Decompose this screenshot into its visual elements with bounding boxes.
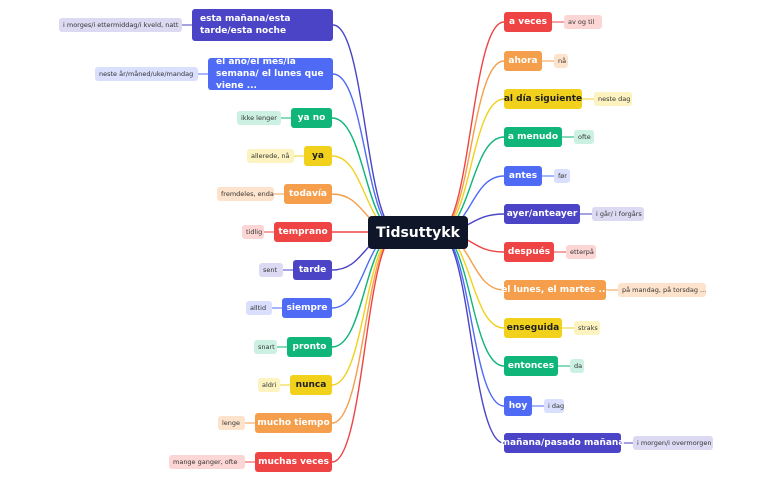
right-topic-7[interactable]: el lunes, el martes ... [501,280,609,300]
right-topic-label: hoy [508,401,528,411]
right-branch-connector [437,60,505,233]
left-branch-connector [331,117,399,233]
right-note-7[interactable]: på mandag, på torsdag ... [618,283,706,297]
left-topic-label: todavía [288,189,328,199]
right-topic-5[interactable]: ayer/anteayer [504,204,580,224]
right-topic-label: al día siguiente [503,94,583,104]
left-topic-8[interactable]: pronto [287,337,332,357]
central-topic-label: Tidsuttykk [376,224,460,241]
left-branch-connector [332,73,399,233]
right-note-3[interactable]: ofte [574,130,594,144]
left-topic-label: temprano [278,227,328,237]
right-topic-3[interactable]: a menudo [504,127,562,147]
left-topic-2[interactable]: ya no [291,108,332,128]
right-topic-6[interactable]: después [504,242,554,262]
left-branch-connector [331,231,399,424]
right-topic-label: a menudo [507,132,559,142]
right-topic-label: ayer/anteayer [506,209,578,219]
right-topic-label: enseguida [506,323,560,333]
right-topic-label: mañana/pasado mañana [500,438,625,448]
left-topic-label: siempre [286,303,328,313]
left-topic-6[interactable]: tarde [293,260,332,280]
left-topic-11[interactable]: muchas veces [255,452,332,472]
right-note-8[interactable]: straks [574,321,600,335]
right-branch-connector [437,21,505,233]
left-topic-4[interactable]: todavía [284,184,332,204]
right-topic-label: ahora [508,56,538,66]
right-topic-label: el lunes, el martes ... [501,285,609,295]
left-topic-10[interactable]: mucho tiempo [255,413,332,433]
left-note-7[interactable]: alltid [246,301,272,315]
left-note-3[interactable]: allerede, nå [247,149,294,163]
right-note-2[interactable]: neste dag [594,92,632,106]
left-topic-0[interactable]: esta mañana/esta tarde/esta noche [192,9,333,41]
left-topic-label: pronto [292,342,327,352]
right-branch-connector [437,98,505,233]
right-topic-0[interactable]: a veces [504,12,552,32]
right-note-11[interactable]: i morgen/i overmorgen [633,436,713,450]
right-topic-11[interactable]: mañana/pasado mañana [501,433,624,453]
right-branch-connector [437,231,505,444]
right-topic-9[interactable]: entonces [504,356,558,376]
left-topic-5[interactable]: temprano [274,222,332,242]
left-topic-label: ya [312,151,324,161]
left-topic-label: esta mañana/esta tarde/esta noche [200,14,291,36]
left-branch-connector [331,231,399,463]
left-topic-label: el año/el mes/la semana/ el lunes que vi… [216,57,324,91]
left-topic-7[interactable]: siempre [282,298,332,318]
right-topic-1[interactable]: ahora [504,51,542,71]
left-topic-9[interactable]: nunca [290,375,332,395]
left-note-11[interactable]: mange ganger, ofte [169,455,245,469]
left-topic-1[interactable]: el año/el mes/la semana/ el lunes que vi… [208,57,333,91]
right-topic-2[interactable]: al día siguiente [504,89,582,109]
left-note-2[interactable]: ikke lenger [237,111,281,125]
right-topic-label: después [507,247,551,257]
right-topic-8[interactable]: enseguida [504,318,562,338]
left-note-0[interactable]: i morges/i ettermiddag/i kveld, natt [59,18,182,32]
left-topic-label: nunca [295,380,327,390]
right-topic-label: antes [508,171,538,181]
right-note-5[interactable]: i går/ i forgårs [592,207,644,221]
right-note-4[interactable]: før [554,169,570,183]
left-topic-label: muchas veces [258,457,329,467]
left-branch-connector [331,231,399,386]
left-note-8[interactable]: snart [254,340,277,354]
right-note-0[interactable]: av og til [564,15,602,29]
right-topic-label: entonces [507,361,555,371]
right-note-9[interactable]: da [570,359,584,373]
right-topic-4[interactable]: antes [504,166,542,186]
left-note-1[interactable]: neste år/måned/uke/mandag [95,67,198,81]
left-note-4[interactable]: fremdeles, enda [217,187,274,201]
left-branch-connector [332,24,399,233]
right-topic-label: a veces [509,17,547,27]
right-note-6[interactable]: etterpå [566,245,596,259]
right-topic-10[interactable]: hoy [504,396,532,416]
left-note-6[interactable]: sent [259,263,283,277]
left-note-10[interactable]: lenge [218,416,245,430]
central-topic[interactable]: Tidsuttykk [368,216,468,249]
right-branch-connector [437,231,505,407]
left-note-9[interactable]: aldri [258,378,280,392]
left-note-5[interactable]: tidlig [242,225,264,239]
right-branch-connector [437,231,505,367]
left-topic-label: ya no [297,113,326,123]
left-topic-label: tarde [298,265,327,275]
left-topic-3[interactable]: ya [304,146,332,166]
right-note-1[interactable]: nå [554,54,568,68]
left-topic-label: mucho tiempo [257,418,330,428]
right-note-10[interactable]: i dag [544,399,564,413]
